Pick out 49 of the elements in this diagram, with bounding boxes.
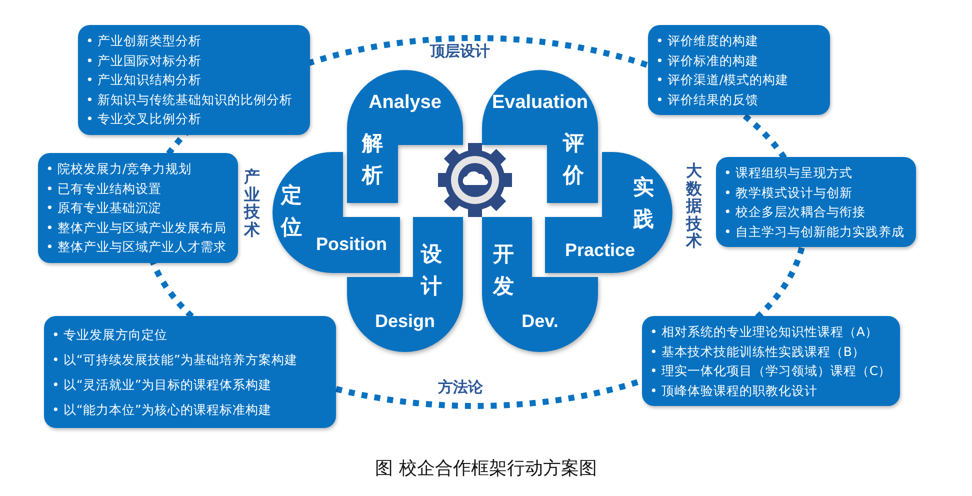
bullet-item: • 院校发展力/竞争力规划	[46, 160, 193, 178]
callout-box	[38, 153, 238, 262]
vertical-label: 实践	[633, 174, 654, 232]
bullet-item: • 以“能力本位”为核心的课程标准构建	[52, 401, 272, 419]
caption: 图 校企合作框架行动方案图	[374, 457, 598, 480]
vertical-label: 开发	[493, 241, 514, 300]
callout-box	[648, 25, 830, 115]
bullet-item: • 顶峰体验课程的职教化设计	[650, 382, 818, 400]
bullet-item: • 评价渠道/模式的构建	[656, 71, 790, 89]
bullet-item: • 新知识与传统基础知识的比例分析	[86, 90, 294, 108]
bullet-item: • 产业国际对标分析	[86, 52, 202, 70]
bullet-item: • 评价维度的构建	[656, 32, 760, 50]
bullet-item: • 原有专业基础沉淀	[46, 199, 162, 217]
bullet-item: • 评价标准的构建	[656, 52, 760, 70]
vertical-label: 定位	[281, 182, 302, 240]
vertical-label: 评价	[563, 130, 584, 188]
vertical-label: 设计	[421, 241, 442, 300]
callout-box	[642, 316, 900, 406]
bullet-item: • 已有专业结构设置	[46, 180, 162, 198]
bullet-item: • 整体产业与区域产业人才需求	[46, 238, 228, 256]
bullet-item: • 自主学习与创新能力实践养成	[724, 222, 906, 240]
section-label: 方法论	[438, 378, 483, 397]
piece-label: Position	[315, 234, 388, 255]
callout-box	[44, 316, 336, 428]
bullet-item: • 教学模式设计与创新	[724, 184, 854, 202]
bullet-item: • 产业创新类型分析	[86, 32, 202, 50]
piece-label: Design	[374, 311, 436, 332]
bullet-item: • 评价结果的反馈	[656, 90, 760, 108]
section-label: 顶层设计	[430, 42, 490, 61]
bullet-item: • 课程组织与呈现方式	[724, 164, 854, 182]
piece-label: Evaluation	[490, 92, 590, 114]
piece-label: Dev.	[520, 311, 560, 332]
vertical-label: 解析	[362, 130, 383, 188]
bullet-item: • 以“灵活就业”为目标的课程体系构建	[52, 376, 272, 394]
bullet-item: • 基本技术技能训练性实践课程（B）	[650, 342, 866, 360]
bullet-item: • 校企多层次耦合与衔接	[724, 203, 866, 221]
bullet-item: • 理实一体化项目（学习领域）课程（C）	[650, 362, 892, 380]
bullet-item: • 产业知识结构分析	[86, 71, 202, 89]
piece-label: Analyse	[368, 92, 442, 114]
bullet-item: • 整体产业与区域产业发展布局	[46, 218, 228, 236]
callout-box	[716, 157, 916, 247]
callout-box	[78, 25, 310, 134]
bullet-item: • 以“可持续发展技能”为基础培养方案构建	[52, 351, 298, 369]
piece-label: Practice	[564, 240, 636, 261]
bullet-item: • 专业交叉比例分析	[86, 110, 202, 128]
vertical-label: 产业技术	[244, 168, 260, 238]
bullet-item: • 专业发展方向定位	[52, 326, 168, 344]
bullet-item: • 相对系统的专业理论知识性课程（A）	[650, 323, 879, 341]
vertical-label: 大数据技术	[686, 162, 702, 250]
